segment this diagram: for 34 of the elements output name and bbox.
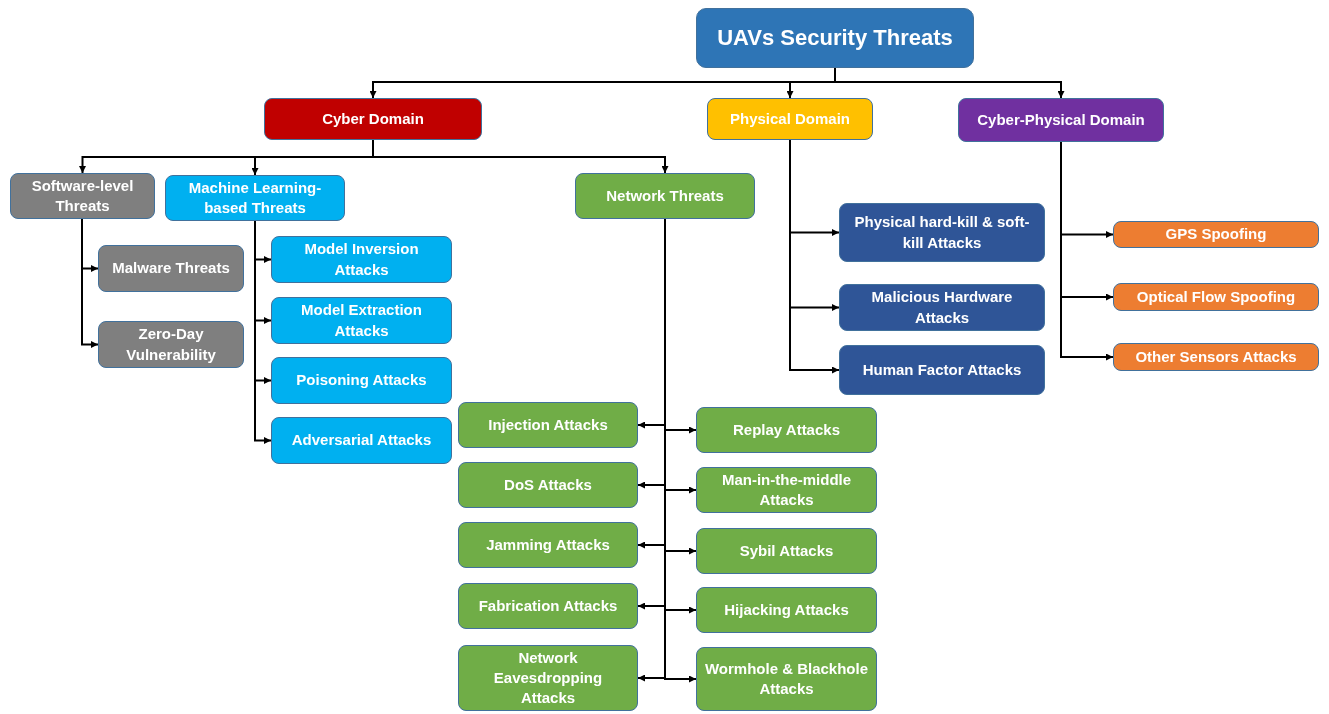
category-box: Network Threats	[575, 173, 755, 219]
threat-box: Model Inversion Attacks	[271, 236, 452, 283]
threat-box: Sybil Attacks	[696, 528, 877, 574]
connector-arrow	[81, 218, 99, 348]
threat-box: Injection Attacks	[458, 402, 638, 448]
threat-box: Other Sensors Attacks	[1113, 343, 1319, 371]
domain-box: Physical Domain	[707, 98, 873, 140]
connector-arrow	[1060, 141, 1114, 361]
domain-box: Cyber Domain	[264, 98, 482, 140]
threat-box: Fabrication Attacks	[458, 583, 638, 629]
threat-box: Physical hard-kill & soft-kill Attacks	[839, 203, 1045, 262]
threat-box: Zero-Day Vulnerability	[98, 321, 244, 368]
threat-box: Poisoning Attacks	[271, 357, 452, 404]
threat-box: Hijacking Attacks	[696, 587, 877, 633]
threat-box: Malicious Hardware Attacks	[839, 284, 1045, 331]
threat-box: Network Eavesdropping Attacks	[458, 645, 638, 711]
connector-arrow	[789, 139, 840, 374]
threat-box: Optical Flow Spoofing	[1113, 283, 1319, 311]
threat-box: Man-in-the-middle Attacks	[696, 467, 877, 513]
threat-box: Malware Threats	[98, 245, 244, 292]
threat-box: DoS Attacks	[458, 462, 638, 508]
root-box: UAVs Security Threats	[696, 8, 974, 68]
threat-box: Jamming Attacks	[458, 522, 638, 568]
threat-box: Human Factor Attacks	[839, 345, 1045, 395]
connector-arrow	[254, 220, 272, 444]
connector-arrow	[372, 139, 669, 174]
threat-box: Replay Attacks	[696, 407, 877, 453]
threat-box: GPS Spoofing	[1113, 221, 1319, 248]
threat-box: Model Extraction Attacks	[271, 297, 452, 344]
domain-box: Cyber-Physical Domain	[958, 98, 1164, 142]
category-box: Machine Learning-based Threats	[165, 175, 345, 221]
threat-box: Adversarial Attacks	[271, 417, 452, 464]
threat-box: Wormhole & Blackhole Attacks	[696, 647, 877, 711]
category-box: Software-level Threats	[10, 173, 155, 219]
